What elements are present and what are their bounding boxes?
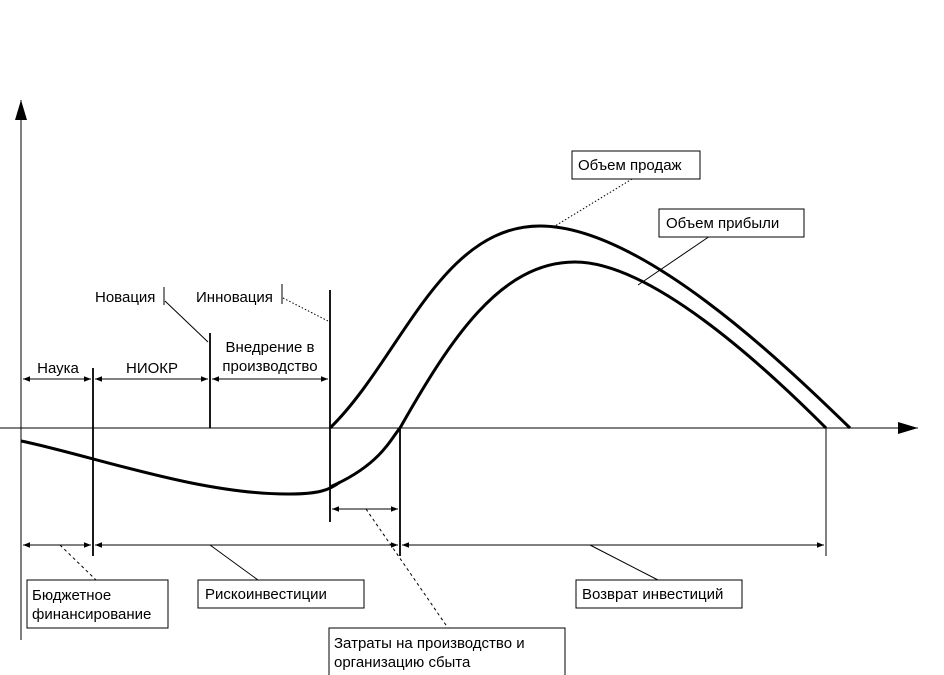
- budget-financing-box: [26, 579, 169, 629]
- profit-leader: [637, 235, 711, 286]
- novation-leader: [164, 300, 209, 343]
- stage-label-rnd: НИОКР: [126, 360, 178, 377]
- risk-investment-label: Рискоинвестиции: [205, 586, 327, 603]
- investment-return-box: [575, 579, 743, 609]
- investment-curve: [20, 439, 341, 496]
- sales-volume-box: [571, 150, 701, 180]
- production-costs-leader: [365, 508, 449, 629]
- innovation-leader: [282, 297, 331, 323]
- risk-investment-leader: [209, 544, 259, 581]
- sales-volume-label: Объем продаж: [578, 157, 682, 174]
- profit-volume-label: Объем прибыли: [666, 215, 779, 232]
- investment-return-leader: [589, 544, 659, 581]
- production-costs-box: [328, 627, 566, 675]
- budget-financing-label-2: финансирование: [32, 606, 151, 623]
- milestone-label-novation: Новация: [95, 289, 155, 306]
- profit-curve: [329, 260, 828, 489]
- budget-leader: [59, 544, 97, 581]
- profit-volume-box: [658, 208, 805, 238]
- stage-label-science: Наука: [37, 360, 79, 377]
- production-costs-label-2: организацию сбыта: [334, 654, 471, 671]
- milestone-label-innovation: Инновация: [196, 289, 273, 306]
- stage-label-implementation-2: производство: [222, 358, 317, 375]
- investment-return-label: Возврат инвестиций: [582, 586, 723, 603]
- risk-investment-box: [197, 579, 365, 609]
- sales-curve: [328, 224, 852, 430]
- stage-label-implementation-1: Внедрение в: [226, 339, 315, 356]
- budget-financing-label-1: Бюджетное: [32, 587, 111, 604]
- production-costs-label-1: Затраты на производство и: [334, 635, 525, 652]
- sales-leader: [554, 178, 633, 227]
